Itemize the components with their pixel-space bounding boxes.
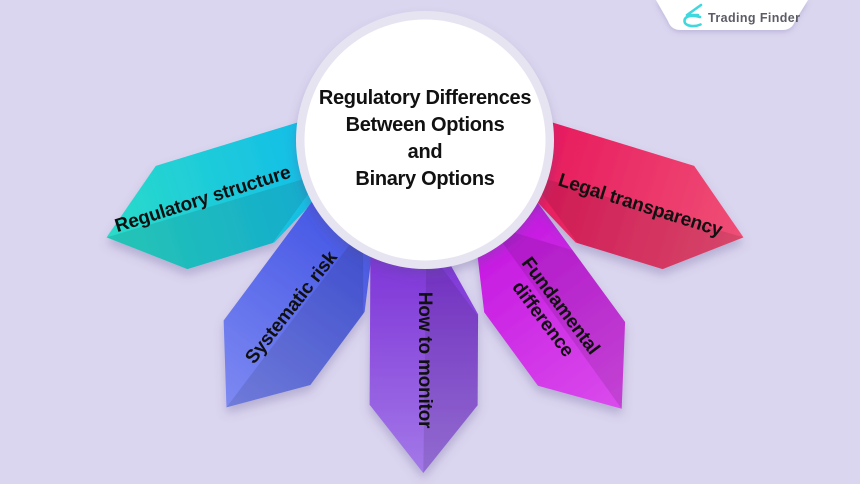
trading-finder-logo-icon (683, 3, 703, 28)
center-circle-face (304, 19, 546, 261)
petal-systematic-risk (223, 200, 375, 408)
brand-badge-shape (656, 0, 808, 30)
petal-how-to-monitor (369, 245, 479, 473)
brand-badge (656, 0, 808, 30)
petal-fold-shade (106, 173, 324, 270)
petal-fold-shade (489, 225, 626, 409)
petal-regulatory-structure (106, 122, 329, 270)
petal-fundamental-difference (474, 201, 626, 409)
petal-fold-shade (226, 227, 364, 408)
center-circle (296, 11, 554, 269)
petal-legal-transparency (521, 122, 744, 270)
petal-fold-shade (423, 247, 479, 473)
petal-fold-shade (526, 173, 744, 270)
